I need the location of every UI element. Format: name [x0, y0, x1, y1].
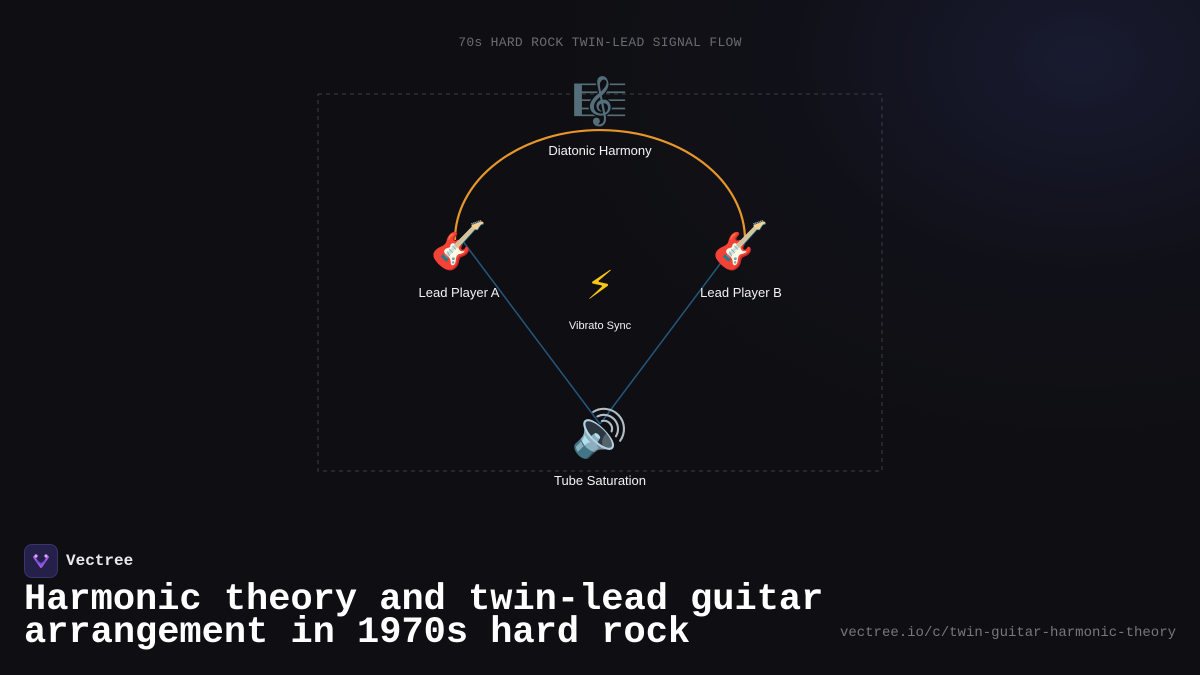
guitar-icon-lead-b: 🎸: [712, 218, 770, 272]
signal-line-a: [461, 239, 601, 425]
speaker-icon: 🔊: [571, 406, 629, 460]
musical-score-icon: 🎼: [571, 74, 629, 128]
signal-line-b: [599, 239, 739, 425]
diagram-frame: [317, 93, 883, 472]
source-url[interactable]: vectree.io/c/twin-guitar-harmonic-theory: [839, 625, 1176, 641]
node-label-vibrato-sync: Vibrato Sync: [568, 320, 632, 332]
node-label-lead-player-b: Lead Player B: [700, 285, 782, 300]
diagram-title: 70s HARD ROCK TWIN-LEAD SIGNAL FLOW: [458, 35, 742, 50]
lightning-icon: ⚡: [585, 263, 615, 309]
node-label-lead-player-a: Lead Player A: [418, 285, 500, 300]
node-label-diatonic-harmony: Diatonic Harmony: [548, 143, 652, 158]
brand-name: Vectree: [66, 552, 134, 570]
guitar-icon-lead-a: 🎸: [430, 218, 488, 272]
node-label-tube-saturation: Tube Saturation: [553, 473, 647, 488]
brand[interactable]: Vectree: [24, 544, 133, 578]
headline: Harmonic theory and twin-lead guitar arr…: [24, 579, 824, 654]
vectree-logo-icon: [24, 544, 58, 578]
harmony-arc: [453, 128, 747, 241]
